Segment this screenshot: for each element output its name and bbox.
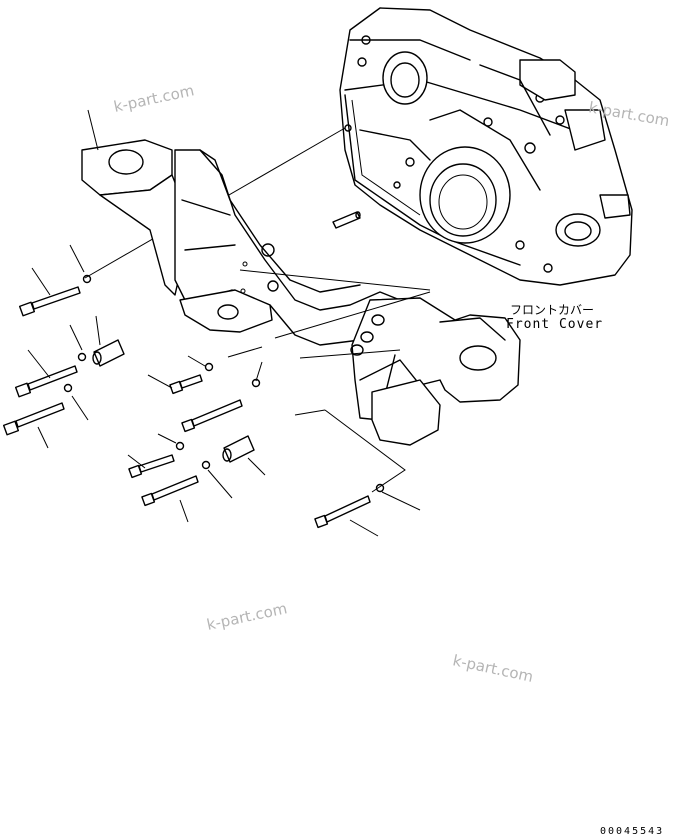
watermark: k-part.com bbox=[451, 651, 535, 686]
callout-leaders bbox=[27, 109, 421, 537]
fasteners bbox=[2, 274, 385, 529]
watermark: k-part.com bbox=[205, 599, 289, 634]
front-cover-label-jp: フロントカバー bbox=[510, 303, 594, 317]
right-bracket bbox=[350, 297, 521, 446]
leader-pin bbox=[239, 269, 431, 291]
front-cover bbox=[339, 7, 633, 286]
watermark: k-part.com bbox=[112, 81, 196, 116]
front-cover-label-en: Front Cover bbox=[506, 317, 603, 332]
dowel-pin bbox=[332, 211, 361, 229]
drawing-number: 00045543 bbox=[600, 826, 664, 837]
